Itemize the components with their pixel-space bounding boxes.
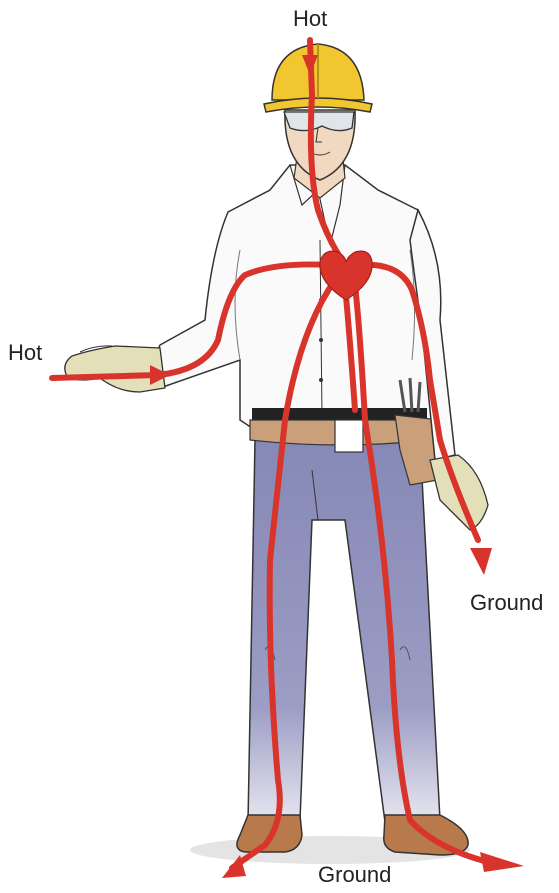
arrow-right-foot [480, 852, 524, 872]
label-ground-feet: Ground [318, 862, 391, 888]
safety-glasses-icon [284, 112, 354, 131]
arrow-right-hand [470, 548, 492, 575]
label-hot-hand: Hot [8, 340, 42, 366]
hardhat-icon [264, 44, 372, 112]
label-hot-head: Hot [293, 6, 327, 32]
label-ground-hand: Ground [470, 590, 543, 616]
